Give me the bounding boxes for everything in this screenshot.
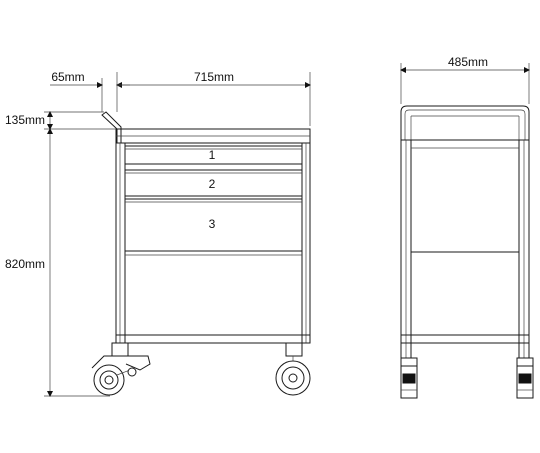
drawer-3[interactable] xyxy=(124,198,303,252)
side-top-rail xyxy=(400,105,530,140)
drawer-3-label: 3 xyxy=(209,217,216,231)
dim-handle-offset-label: 65mm xyxy=(51,70,84,84)
dim-depth-label: 485mm xyxy=(448,55,488,69)
drawer-1-label: 1 xyxy=(209,148,216,162)
dim-width-label: 715mm xyxy=(194,70,234,84)
bottom-shelf xyxy=(115,334,311,344)
push-handle xyxy=(101,111,122,144)
left-frame xyxy=(115,142,126,344)
front-view: 1 2 3 xyxy=(91,111,311,396)
side-panel xyxy=(410,139,520,253)
dim-height-label: 820mm xyxy=(5,257,45,271)
front-dimensions: 715mm 65mm 135mm 820mm xyxy=(4,70,311,397)
side-caster-rear xyxy=(516,357,534,399)
side-view xyxy=(400,105,534,399)
drawer-2[interactable] xyxy=(124,169,303,197)
dim-handle-height-label: 135mm xyxy=(5,113,45,127)
right-caster xyxy=(275,356,311,396)
drawer-2-label: 2 xyxy=(209,177,216,191)
drawer-1[interactable] xyxy=(124,145,303,165)
side-caster-front xyxy=(400,357,418,399)
side-dimensions: 485mm xyxy=(400,55,530,104)
left-caster-with-brake xyxy=(91,355,151,396)
